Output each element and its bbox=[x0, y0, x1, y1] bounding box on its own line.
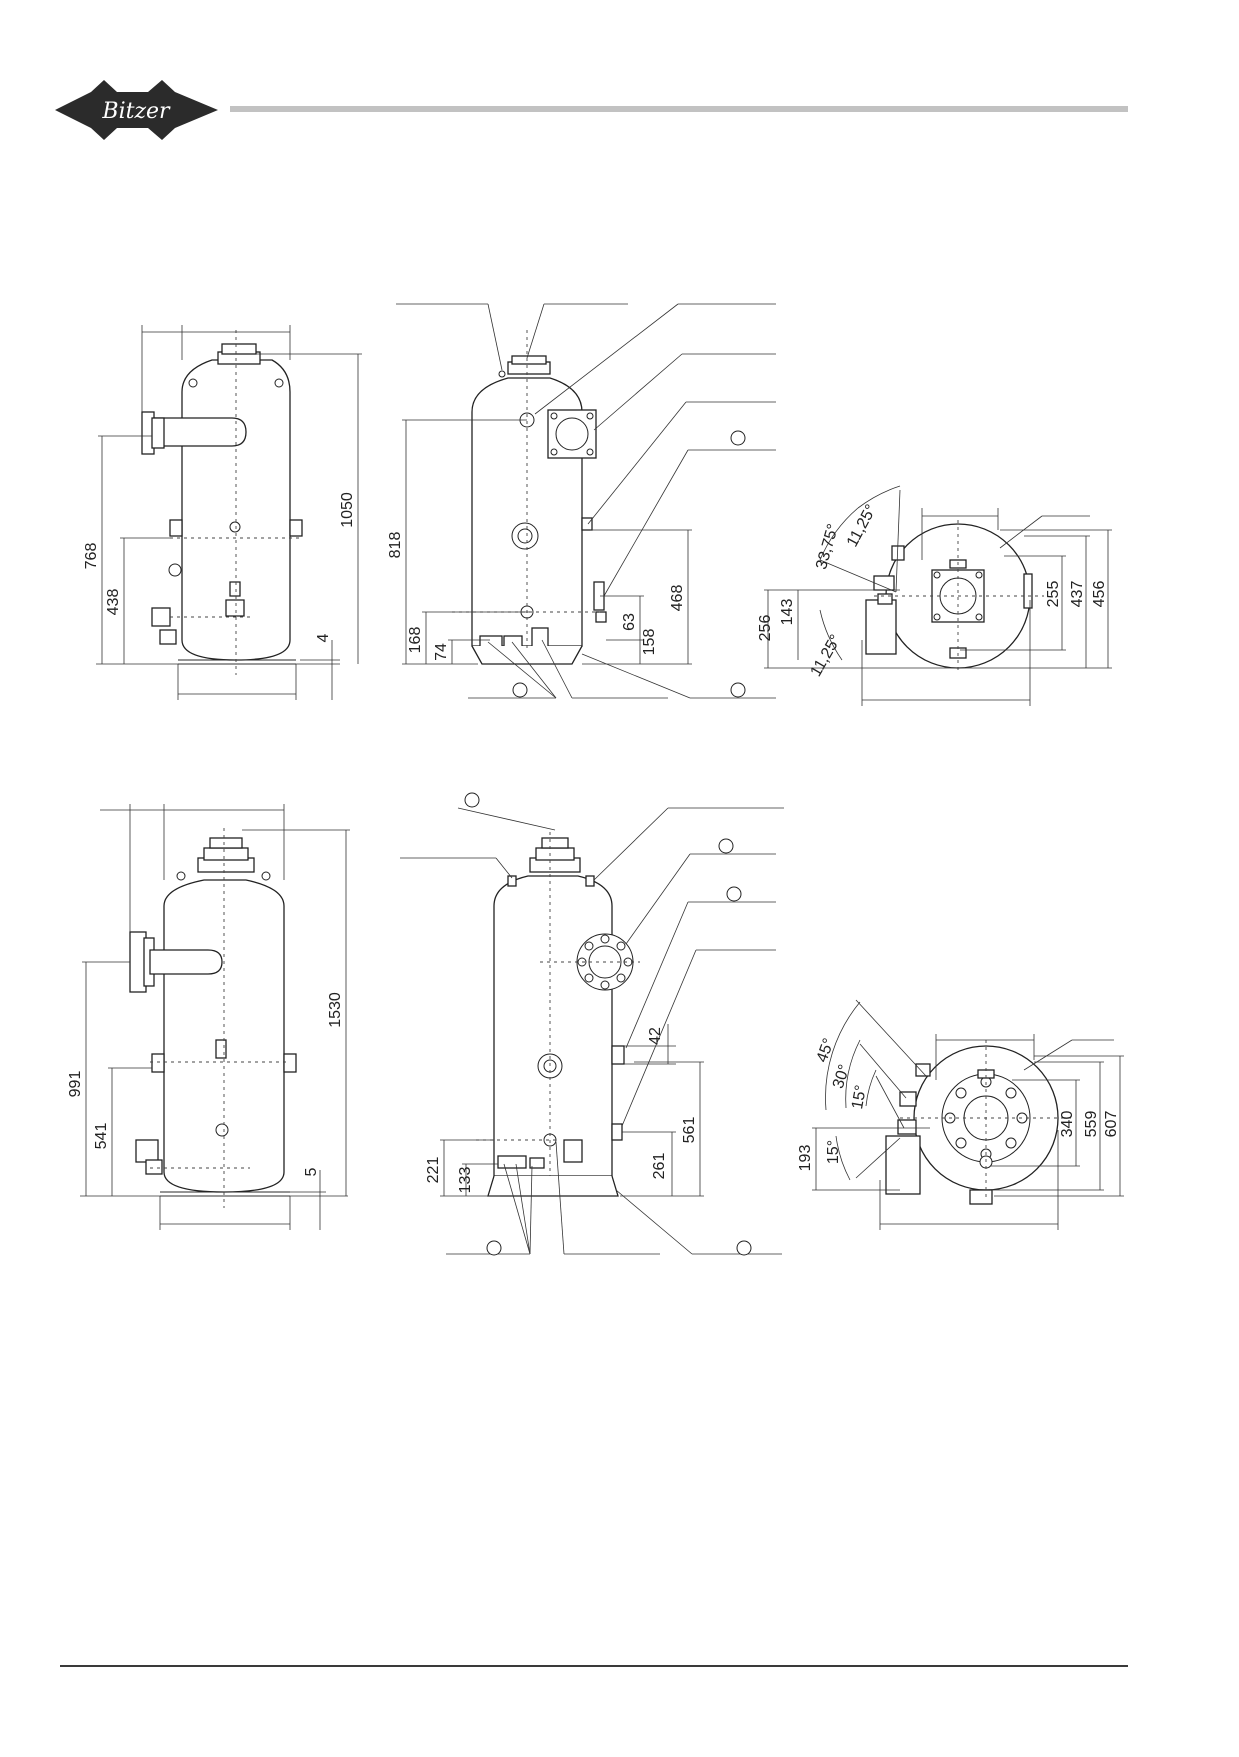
angle-15-bottom: 15° bbox=[825, 1140, 842, 1164]
angle-15-top: 15° bbox=[849, 1084, 870, 1111]
dim-991: 991 bbox=[67, 1071, 84, 1098]
dim-168: 168 bbox=[407, 627, 424, 654]
dim-1530: 1530 bbox=[327, 992, 344, 1028]
dim-768: 768 bbox=[83, 543, 100, 570]
dim-4: 4 bbox=[315, 633, 332, 642]
dim-559: 559 bbox=[1083, 1111, 1100, 1138]
dim-193: 193 bbox=[797, 1145, 814, 1172]
angle-33-75: 33,75° bbox=[813, 522, 842, 571]
upper-front-view: 768 438 1050 4 bbox=[83, 325, 362, 700]
angle-45: 45° bbox=[814, 1036, 838, 1065]
dim-340: 340 bbox=[1059, 1111, 1076, 1138]
header-rule bbox=[230, 106, 1128, 112]
dim-818: 818 bbox=[387, 532, 404, 559]
svg-text:Bitzer: Bitzer bbox=[101, 99, 171, 124]
dim-261: 261 bbox=[651, 1153, 668, 1180]
dim-5: 5 bbox=[303, 1167, 320, 1176]
dim-468: 468 bbox=[669, 585, 686, 612]
dim-607: 607 bbox=[1103, 1111, 1120, 1138]
dim-63: 63 bbox=[621, 613, 638, 631]
dim-456: 456 bbox=[1091, 581, 1108, 608]
upper-drawing: 768 438 1050 4 bbox=[83, 303, 1112, 706]
dim-256: 256 bbox=[757, 615, 774, 642]
angle-30: 30° bbox=[830, 1062, 854, 1090]
dim-438: 438 bbox=[105, 589, 122, 616]
angle-11-25-top: 11,25° bbox=[844, 502, 880, 550]
dim-74: 74 bbox=[433, 643, 450, 661]
dim-255: 255 bbox=[1045, 581, 1062, 608]
dim-561: 561 bbox=[681, 1117, 698, 1144]
dim-133: 133 bbox=[457, 1167, 474, 1194]
lower-front-view: 991 541 1530 5 bbox=[67, 804, 350, 1230]
dim-221: 221 bbox=[425, 1157, 442, 1184]
dim-437: 437 bbox=[1069, 581, 1086, 608]
lower-drawing: 991 541 1530 5 bbox=[67, 792, 1124, 1256]
dim-1050: 1050 bbox=[339, 492, 356, 528]
upper-top-view: 33,75° 11,25° 256 143 11,25° 255 437 456 bbox=[757, 485, 1112, 706]
lower-side-view: 42 221 133 261 561 bbox=[400, 792, 784, 1256]
dim-143: 143 bbox=[779, 599, 796, 626]
upper-side-view: 818 168 74 63 158 468 bbox=[387, 303, 776, 699]
dim-158: 158 bbox=[641, 629, 658, 656]
bitzer-logo: Bitzer bbox=[55, 80, 218, 140]
lower-top-view: 45° 30° 15° 193 15° 340 559 607 bbox=[797, 999, 1124, 1230]
dim-42: 42 bbox=[647, 1027, 664, 1045]
dim-541: 541 bbox=[93, 1123, 110, 1150]
